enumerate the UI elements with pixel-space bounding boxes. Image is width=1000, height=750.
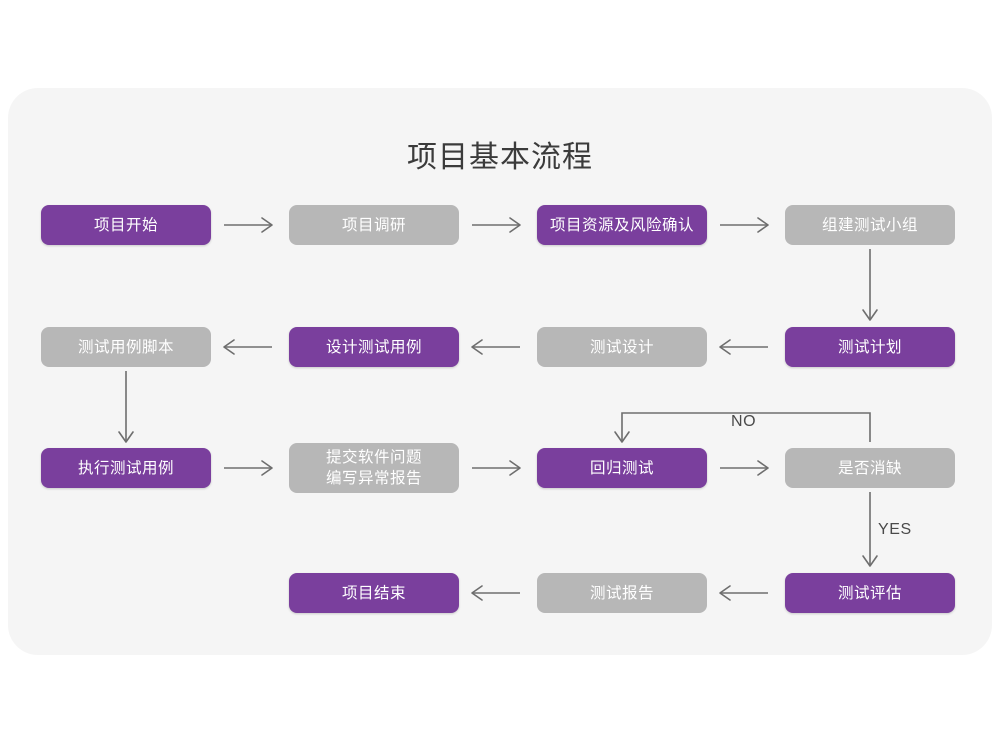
node-test-report[interactable]: 测试报告: [537, 573, 707, 613]
node-label: 项目结束: [341, 584, 406, 602]
page-title: 项目基本流程: [407, 141, 593, 174]
node-label: 执行测试用例: [77, 459, 174, 477]
node-label: 测试计划: [837, 338, 902, 356]
node-label: 项目调研: [341, 216, 406, 234]
node-execute-test-case[interactable]: 执行测试用例: [41, 448, 211, 488]
edge-label-yes: YES: [878, 521, 912, 538]
node-project-research[interactable]: 项目调研: [289, 205, 459, 245]
node-label: 测试评估: [837, 584, 902, 602]
node-defect-resolved[interactable]: 是否消缺: [785, 448, 955, 488]
node-label: 设计测试用例: [325, 338, 422, 356]
node-label: 项目资源及风险确认: [549, 216, 694, 234]
diagram-card: [8, 88, 992, 655]
node-label: 项目开始: [93, 216, 158, 234]
node-design-test-case[interactable]: 设计测试用例: [289, 327, 459, 367]
node-label: 是否消缺: [837, 459, 902, 477]
node-project-end[interactable]: 项目结束: [289, 573, 459, 613]
node-resource-risk-confirm[interactable]: 项目资源及风险确认: [537, 205, 707, 245]
node-build-test-team[interactable]: 组建测试小组: [785, 205, 955, 245]
node-label: 组建测试小组: [821, 216, 918, 234]
node-label: 提交软件问题 编写异常报告: [325, 449, 422, 487]
node-label: 测试报告: [589, 584, 654, 602]
node-label: 测试设计: [589, 338, 654, 356]
node-regression-test[interactable]: 回归测试: [537, 448, 707, 488]
node-label: 回归测试: [589, 459, 654, 477]
edge-label-no: NO: [731, 413, 757, 430]
node-label: 测试用例脚本: [77, 338, 174, 356]
node-test-evaluation[interactable]: 测试评估: [785, 573, 955, 613]
node-submit-issue-report[interactable]: 提交软件问题 编写异常报告: [289, 443, 459, 493]
node-test-plan[interactable]: 测试计划: [785, 327, 955, 367]
node-test-design[interactable]: 测试设计: [537, 327, 707, 367]
node-project-start[interactable]: 项目开始: [41, 205, 211, 245]
node-test-case-script[interactable]: 测试用例脚本: [41, 327, 211, 367]
